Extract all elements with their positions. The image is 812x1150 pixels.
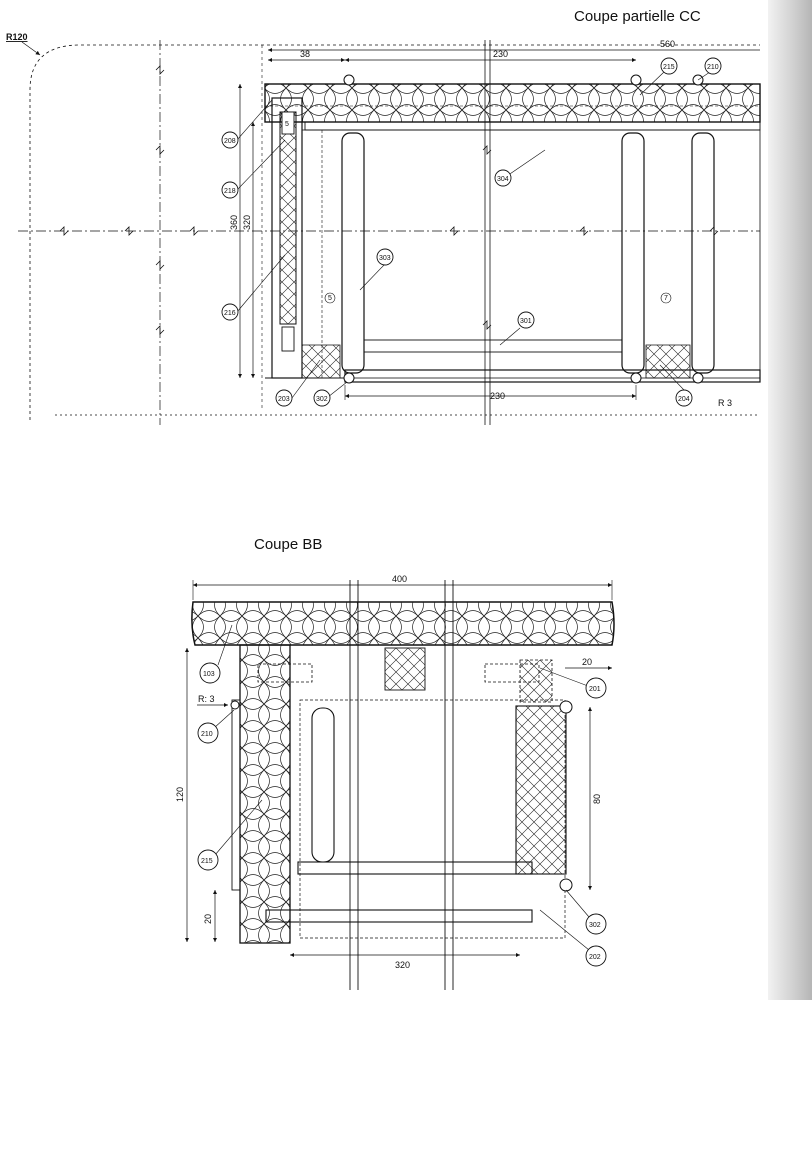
callout-201: 201 xyxy=(589,686,601,693)
dimension-400: 400 xyxy=(392,574,407,584)
callout-302: 302 xyxy=(316,396,328,403)
section-cc-labels: R120 38 230 560 360 320 230 R 3 208 218 … xyxy=(6,32,732,408)
callout-301: 301 xyxy=(520,318,532,325)
section-bb-labels: 400 20 120 80 20 320 R: 3 103 201 210 21… xyxy=(175,574,602,970)
callout-216: 216 xyxy=(224,310,236,317)
book-spine-shadow xyxy=(768,0,812,1000)
callout-210: 210 xyxy=(201,731,213,738)
callout-304: 304 xyxy=(497,176,509,183)
mark-7: 7 xyxy=(664,295,668,302)
callout-204: 204 xyxy=(678,396,690,403)
section-bb-title: Coupe BB xyxy=(254,536,323,553)
radius-r3-label: R 3 xyxy=(718,398,732,408)
dimension-320: 320 xyxy=(242,215,252,230)
dimension-38: 38 xyxy=(300,49,310,59)
dimension-230-top: 230 xyxy=(493,49,508,59)
radius-r120-label: R120 xyxy=(6,32,28,42)
dimension-20-left: 20 xyxy=(203,914,213,924)
dimension-560: 560 xyxy=(660,39,675,49)
mark-5: 5 xyxy=(328,295,332,302)
callout-218: 218 xyxy=(224,188,236,195)
dimension-120: 120 xyxy=(175,787,185,802)
section-cc-drawing xyxy=(18,40,761,425)
callout-215: 215 xyxy=(663,64,675,71)
dimension-360: 360 xyxy=(229,215,239,230)
dimension-80: 80 xyxy=(592,794,602,804)
callout-203: 203 xyxy=(278,396,290,403)
radius-r3-label: R: 3 xyxy=(198,694,215,704)
dimension-230-bottom: 230 xyxy=(490,391,505,401)
section-cc-title: Coupe partielle CC xyxy=(574,8,701,25)
callout-210: 210 xyxy=(707,64,719,71)
dimension-320: 320 xyxy=(395,960,410,970)
callout-202: 202 xyxy=(589,954,601,961)
callout-103: 103 xyxy=(203,671,215,678)
callout-208: 208 xyxy=(224,138,236,145)
mark-5b: 5 xyxy=(285,121,289,128)
callout-303: 303 xyxy=(379,255,391,262)
callout-302: 302 xyxy=(589,922,601,929)
section-bb-drawing xyxy=(184,580,615,990)
callout-215: 215 xyxy=(201,858,213,865)
dimension-20-top: 20 xyxy=(582,657,592,667)
